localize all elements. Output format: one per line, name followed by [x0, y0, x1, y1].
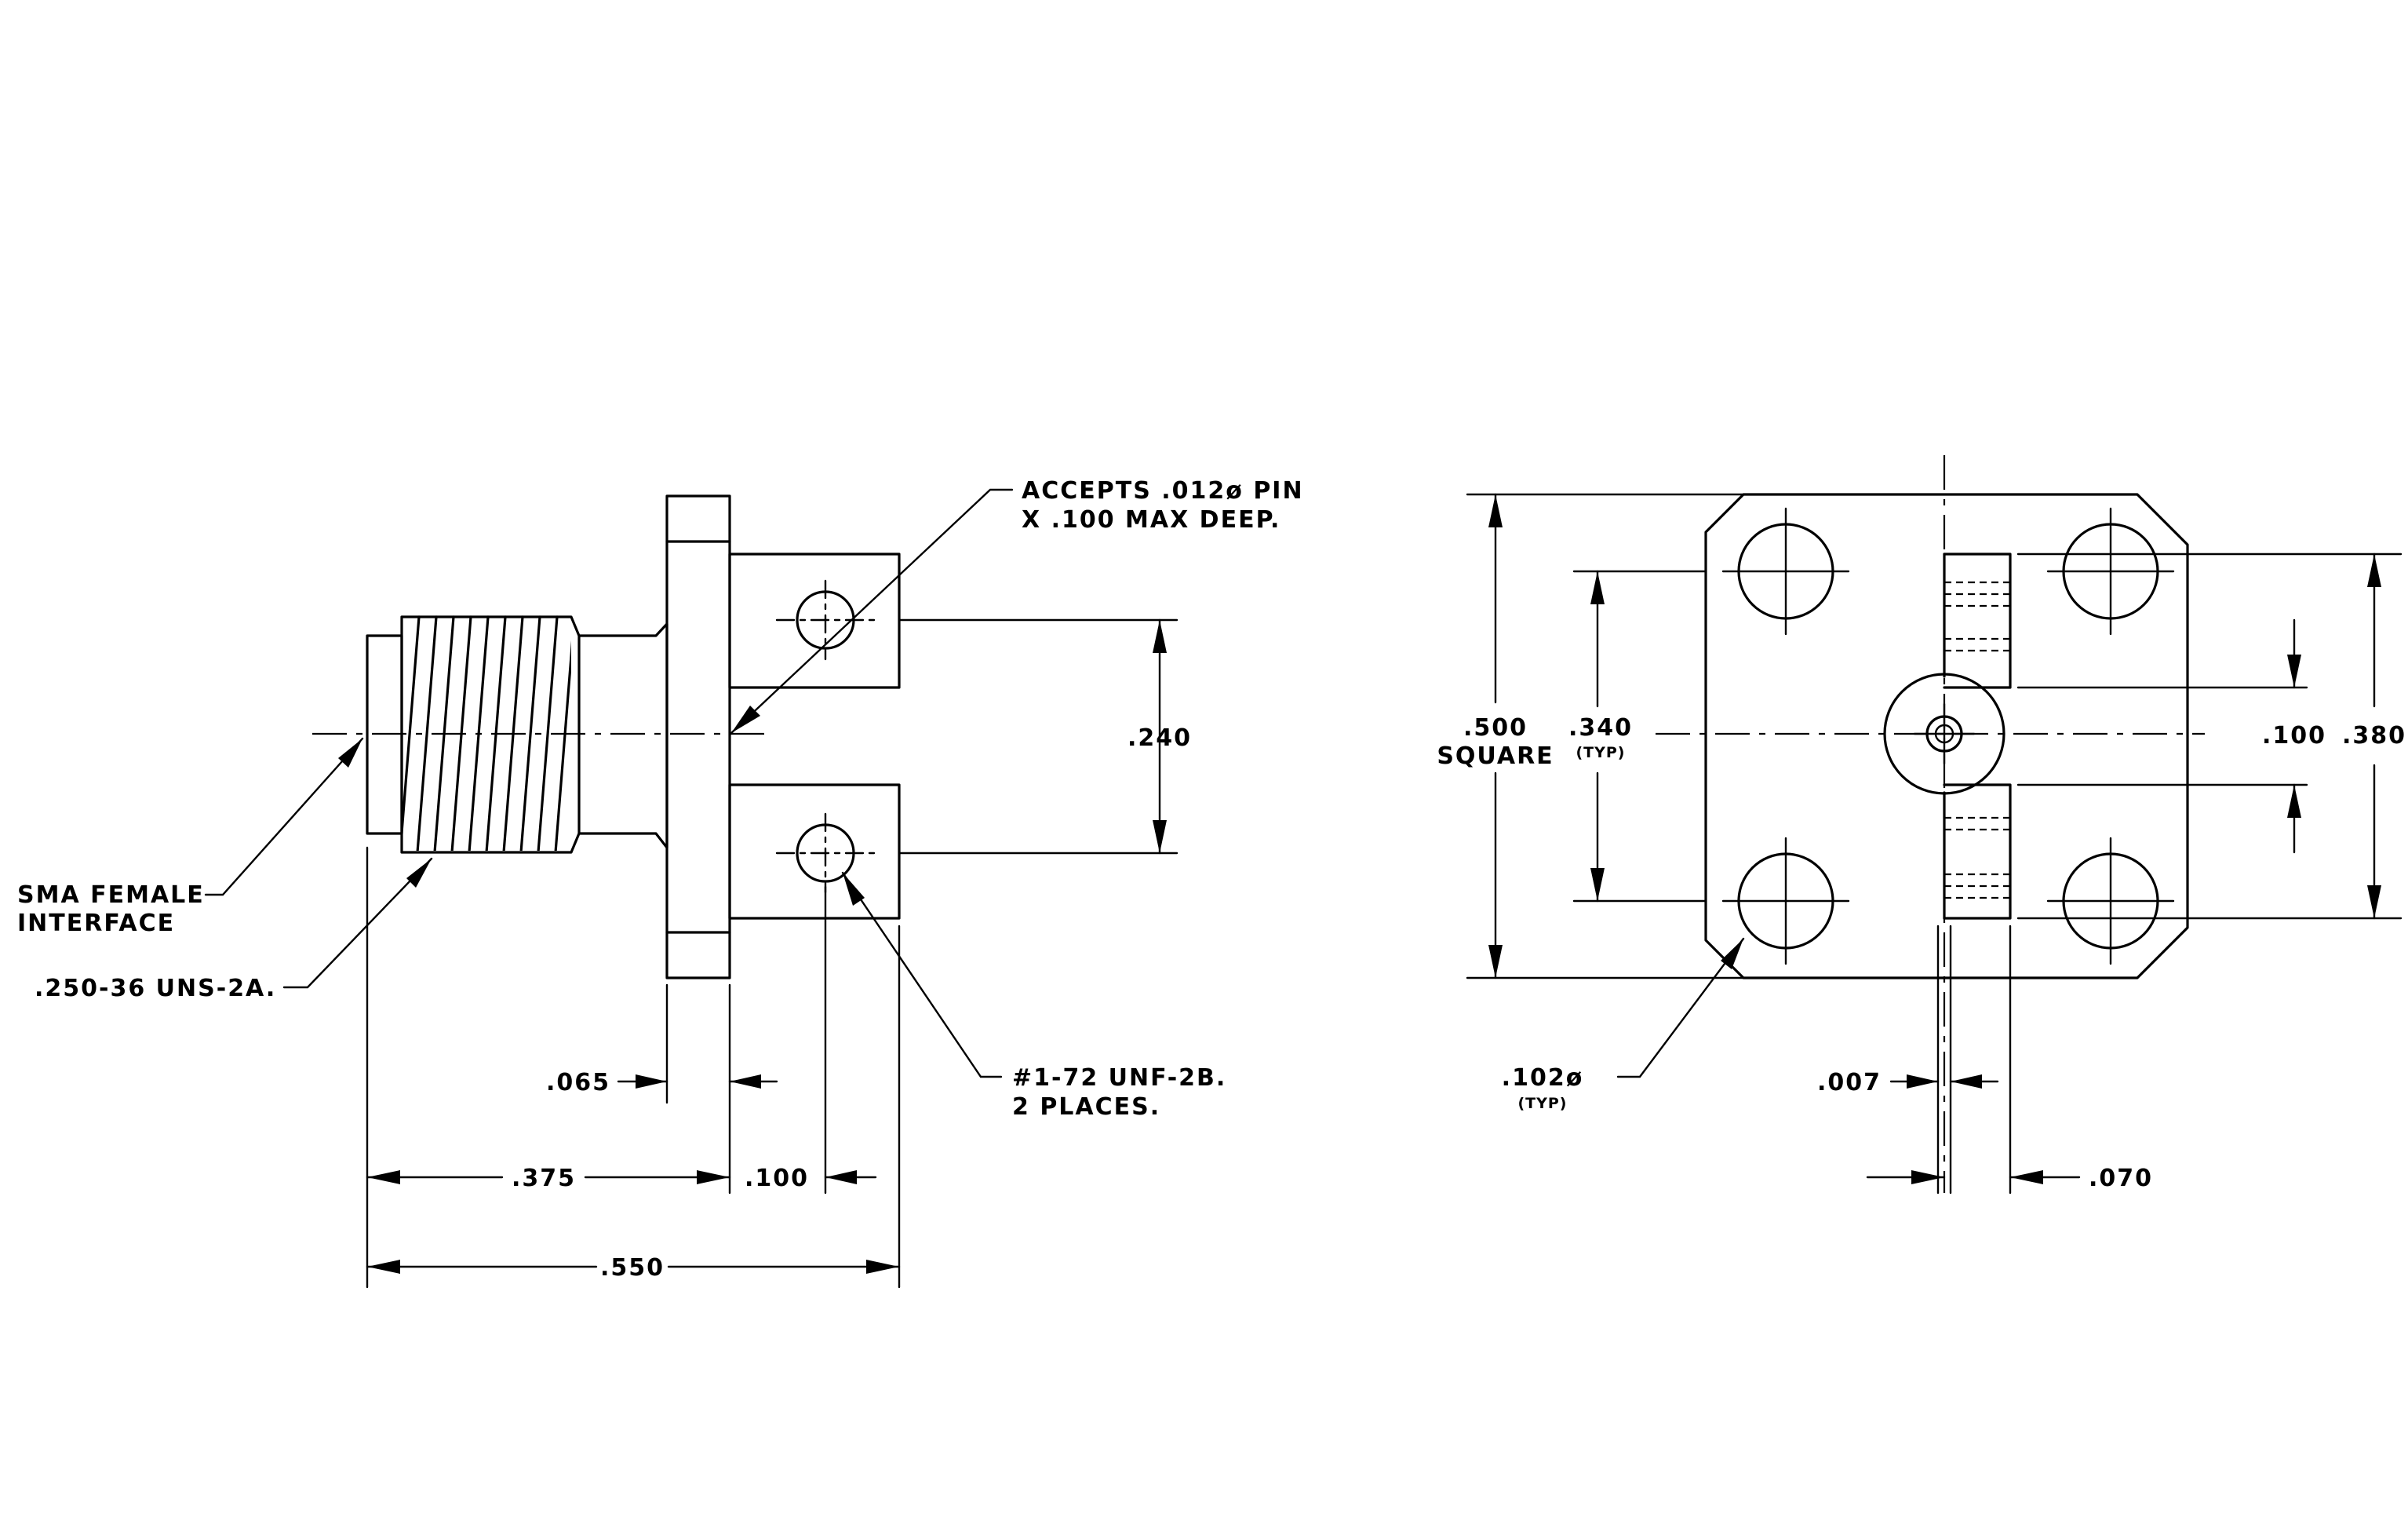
- dim-hole-offset: .100: [745, 1165, 877, 1192]
- thread-line: [468, 615, 490, 851]
- note-tap-leader: #1-72 UNF-2B. 2 PLACES.: [841, 871, 1226, 1121]
- hole-bottom-right: [2046, 837, 2175, 965]
- hole-top-right: [2046, 507, 2175, 636]
- lower-tab-end: [1943, 783, 2012, 920]
- thread-line: [554, 640, 571, 851]
- thread-line: [416, 615, 438, 851]
- lower-mounting-tab: [728, 783, 901, 920]
- dim-tab-width: .070: [1866, 1165, 2153, 1192]
- note-interface-leader: SMA FEMALE INTERFACE: [17, 737, 364, 937]
- dim-hole-dia-text: .102ø: [1502, 1064, 1584, 1092]
- lower-tapped-hole: [775, 812, 876, 894]
- thread-line: [537, 615, 559, 851]
- end-extension-lines: [1466, 493, 2403, 1195]
- note-thread-text: .250-36 UNS-2A.: [35, 975, 276, 1002]
- dim-square: .500 SQUARE: [1437, 493, 1554, 979]
- note-pin-leader: ACCEPTS .012ø PIN X .100 MAX DEEP.: [730, 477, 1304, 735]
- dim-slot-gap: .100: [2262, 618, 2326, 854]
- upper-tab-end: [1943, 553, 2012, 689]
- note-pin-line2: X .100 MAX DEEP.: [1022, 506, 1281, 534]
- dim-hole-pitch: .340 (TYP): [1568, 570, 1633, 903]
- thread-line: [519, 615, 541, 851]
- note-tap-line2: 2 PLACES.: [1012, 1093, 1160, 1121]
- neck: [577, 622, 668, 849]
- dim-tab-width-text: .070: [2089, 1165, 2153, 1192]
- note-interface-line2: INTERFACE: [17, 910, 175, 937]
- dim-flange-thickness-text: .065: [546, 1069, 610, 1096]
- note-pin-line1: ACCEPTS .012ø PIN: [1022, 477, 1304, 505]
- side-extension-lines: [366, 618, 1178, 1289]
- dim-square-value: .500: [1463, 714, 1528, 742]
- dim-hole-dia-typ: (TYP): [1517, 1095, 1567, 1112]
- center-contact: [1883, 673, 2005, 795]
- threaded-section: [400, 615, 581, 854]
- dim-pin-width: .007: [1817, 1069, 1999, 1096]
- dim-hole-spacing: .240: [1127, 618, 1192, 855]
- dim-hole-pitch-typ: (TYP): [1576, 744, 1625, 761]
- thread-line: [433, 615, 455, 851]
- dim-overall-length: .550: [366, 1254, 901, 1282]
- dim-hole-offset-text: .100: [745, 1165, 809, 1192]
- hole-top-left: [1721, 507, 1850, 636]
- dim-flange-thickness: .065: [546, 1069, 778, 1096]
- dim-body-length: .375: [366, 1165, 731, 1192]
- thread-line: [502, 615, 524, 851]
- dim-body-length-text: .375: [512, 1165, 576, 1192]
- side-view: .240 .065 .375 .100: [17, 477, 1304, 1289]
- dim-hole-spacing-text: .240: [1127, 724, 1192, 752]
- dim-tab-span-text: .380: [2342, 722, 2406, 750]
- thread-line: [485, 615, 507, 851]
- end-view: .500 SQUARE .340 (TYP) .100 .380: [1437, 455, 2406, 1195]
- dim-pin-width-text: .007: [1817, 1069, 1882, 1096]
- dim-overall-length-text: .550: [600, 1254, 665, 1282]
- dim-hole-pitch-text: .340: [1568, 714, 1633, 742]
- dim-tab-span: .380: [2342, 553, 2406, 920]
- dim-hole-dia: .102ø (TYP): [1502, 937, 1745, 1112]
- note-tap-line1: #1-72 UNF-2B.: [1012, 1064, 1226, 1092]
- thread-line: [402, 615, 421, 849]
- square-flange: [1704, 493, 2189, 979]
- thread-line: [450, 615, 472, 851]
- hole-bottom-left: [1721, 837, 1850, 965]
- note-interface-line1: SMA FEMALE: [17, 881, 205, 909]
- note-thread-leader: .250-36 UNS-2A.: [35, 857, 433, 1002]
- dim-slot-gap-text: .100: [2262, 722, 2326, 750]
- upper-tapped-hole: [775, 579, 876, 661]
- dim-square-label: SQUARE: [1437, 742, 1554, 770]
- flange: [665, 494, 731, 979]
